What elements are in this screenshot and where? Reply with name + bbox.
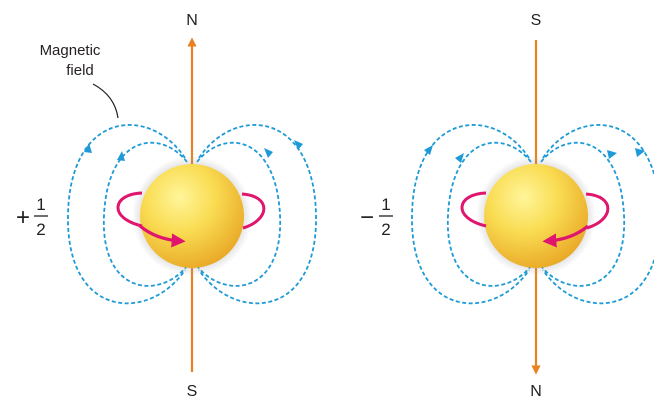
right-field-outer-right [542,124,654,305]
magnetic-field-label: Magnetic field [40,42,119,119]
right-spin-arrow-back-right [585,192,610,230]
right-field-inner-right [540,141,625,287]
left-field-outer-right [198,124,317,305]
left-sphere [140,164,244,268]
left-field-arrow-1 [84,143,92,153]
magnetic-field-leader-line [92,83,119,119]
left-spin-arrow-back [116,191,143,228]
left-spin-sign: + [16,204,30,231]
right-spin-denominator: 2 [381,220,390,239]
left-bottom-pole-label: S [187,383,198,400]
right-top-pole-label: S [531,12,542,29]
left-field-inner-left [103,141,188,287]
left-spin-arrow-back-right [241,192,266,230]
magnetic-field-label-line1: Magnetic [40,42,101,59]
left-field-arrow-4 [294,140,303,150]
right-field-arrow-1 [424,145,433,155]
right-field-outer-left [411,124,530,305]
left-top-pole-label: N [186,12,198,29]
right-spin-sign: − [360,204,374,231]
left-spin-value: + 1 2 [16,195,48,239]
right-spin-arrow-front [542,224,590,248]
right-field-arrow-3 [607,150,617,159]
right-bottom-pole-label: N [530,383,542,400]
left-field-outer-left [67,124,186,305]
right-atom: S N − 1 2 [360,12,654,400]
right-spin-value: − 1 2 [360,195,393,239]
right-field-arrowheads [424,145,645,163]
magnetic-field-label-line2: field [66,62,94,79]
right-sphere [484,164,588,268]
left-field-arrow-3 [264,148,273,158]
left-spin-denominator: 2 [36,220,45,239]
left-spin-arrow-front [138,224,186,248]
left-field-arrowheads [84,140,303,161]
left-field-inner-right [196,141,281,287]
right-field-arrow-4 [635,148,645,157]
left-field-lines [67,124,317,305]
left-field-arrow-2 [117,151,125,161]
left-spin-numerator: 1 [36,195,45,214]
right-spin-numerator: 1 [381,195,390,214]
right-spin-arrow-back [460,191,487,228]
right-field-inner-left [447,141,532,287]
right-field-arrow-2 [455,153,464,163]
left-atom: N S + 1 2 [16,12,317,400]
right-field-lines [411,124,654,305]
